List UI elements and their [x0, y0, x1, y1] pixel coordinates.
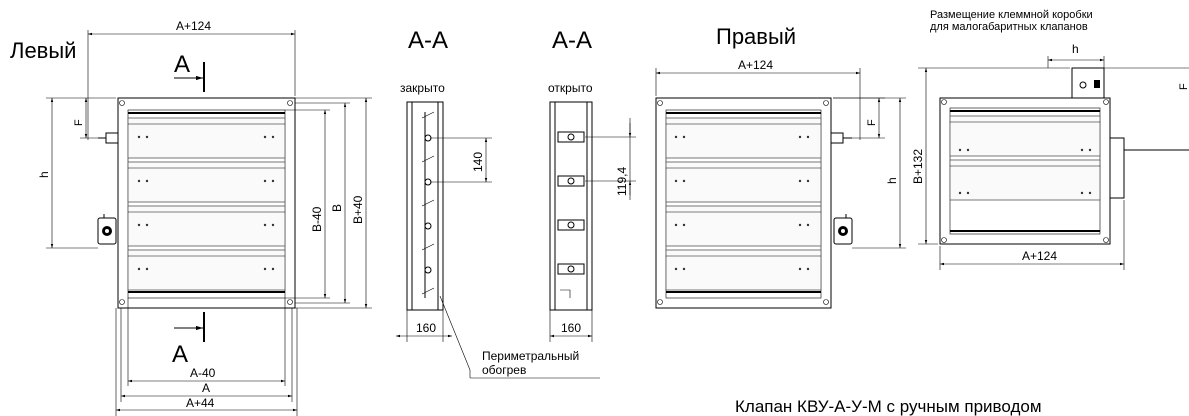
left-f-dim: F — [73, 119, 85, 126]
small-b132-dim: В+132 — [911, 149, 925, 184]
right-blades — [665, 117, 822, 291]
left-inner-frame — [127, 109, 286, 299]
section-closed-state: закрыто — [400, 81, 445, 95]
right-handle-icon — [833, 214, 853, 245]
left-shaft — [105, 132, 119, 144]
right-h-dim: h — [885, 177, 899, 184]
section-open: А-А открыто 119,4 160 — [548, 27, 636, 342]
right-top-width-dim: А+124 — [738, 58, 773, 72]
drawing-caption: Клапан КВУ-А-У-М с ручным приводом — [735, 397, 1042, 416]
left-view-title: Левый — [10, 38, 76, 63]
left-b-dim: В — [330, 204, 344, 212]
small-h-dim: h — [1072, 42, 1079, 56]
right-view-title: Правый — [716, 24, 796, 49]
left-h-dim: h — [37, 171, 51, 178]
left-a-dim: А — [202, 381, 210, 395]
left-outer-frame — [117, 97, 296, 309]
left-blades — [127, 117, 286, 291]
heating-label-line1: Периметральный — [482, 349, 579, 363]
open-depth-dim: 160 — [561, 321, 581, 335]
left-view: Левый — [10, 19, 372, 416]
terminal-box-line2: для малогабаритных клапанов — [930, 21, 1088, 33]
section-open-state: открыто — [548, 81, 593, 95]
heating-label-line2: обогрев — [482, 363, 526, 377]
small-a124-dim: А+124 — [1022, 249, 1057, 263]
section-closed-title: А-А — [408, 27, 448, 54]
left-a40-dim: А-40 — [190, 366, 216, 380]
left-b-plus40-dim: В+40 — [351, 195, 365, 224]
right-f-dim: F — [866, 119, 878, 126]
left-top-width-dim: А+124 — [176, 19, 211, 33]
left-a44-dim: А+44 — [186, 396, 215, 410]
closed-pitch-dim: 140 — [471, 152, 485, 172]
right-view: Правый — [655, 24, 906, 309]
small-valve-view: Размещение клеммной коробки для малогаба… — [911, 9, 1189, 270]
left-b40-dim: В-40 — [310, 206, 324, 232]
section-open-title: А-А — [552, 27, 592, 54]
closed-depth-dim: 160 — [416, 321, 436, 335]
open-pitch-dim: 119,4 — [615, 167, 629, 196]
small-f-dim: F — [1178, 83, 1189, 90]
terminal-box-icon — [1071, 67, 1105, 99]
section-closed: А-А закрыто 140 160 Периметральный обогр… — [396, 27, 600, 379]
section-mark-top: А — [174, 51, 190, 78]
section-mark-bottom: А — [172, 341, 188, 368]
left-handle-icon — [97, 214, 117, 245]
terminal-box-line1: Размещение клеммной коробки — [930, 9, 1093, 21]
